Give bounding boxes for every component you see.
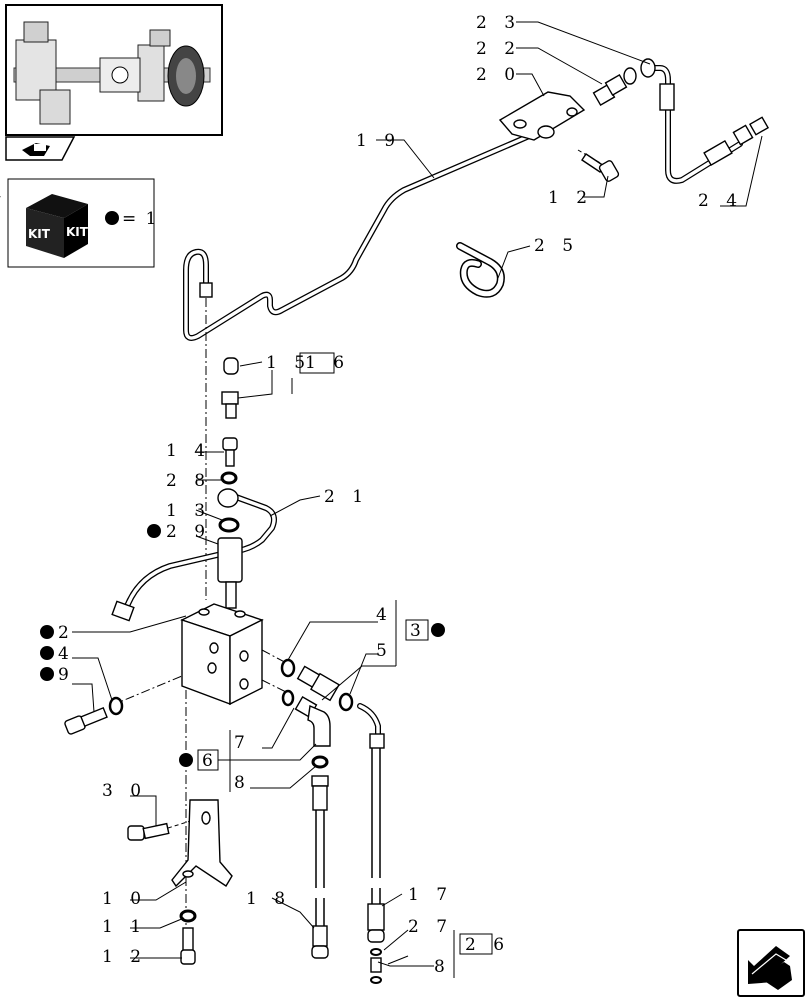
label-28: 2 8: [166, 471, 211, 491]
pipe-17[interactable]: [357, 703, 385, 943]
label-11: 1 1: [102, 917, 147, 937]
washer-11[interactable]: [179, 909, 197, 923]
label-12-bottom: 1 2: [102, 947, 147, 967]
label-8-mid: 8: [234, 773, 251, 793]
washer-13[interactable]: [218, 517, 240, 533]
seal-9[interactable]: [108, 696, 124, 716]
label-10: 1 0: [102, 889, 147, 909]
bullet-2: [40, 625, 54, 639]
next-page-icon[interactable]: [737, 929, 805, 997]
previous-page-icon[interactable]: [5, 136, 76, 161]
bullet-4: [40, 646, 54, 660]
label-15: 1 5: [266, 353, 311, 373]
pipe-24[interactable]: [647, 65, 743, 184]
pipe-19[interactable]: [183, 127, 549, 341]
washer-8[interactable]: [311, 755, 329, 769]
washer-28[interactable]: [220, 471, 238, 485]
axle-assembly-icon: [13, 21, 211, 125]
valve-block-2[interactable]: [180, 603, 264, 706]
label-22: 2 2: [476, 39, 521, 59]
bolt-30[interactable]: [127, 817, 201, 841]
fitting-16[interactable]: [221, 391, 239, 419]
fitting-26[interactable]: [370, 948, 382, 984]
label-3-box: [405, 619, 429, 641]
bullet-9: [40, 667, 54, 681]
fitting-24-end[interactable]: [732, 116, 770, 146]
label-24: 2 4: [698, 191, 743, 211]
label-14: 1 4: [166, 441, 211, 461]
bracket-20[interactable]: [498, 91, 586, 141]
seal-4-right[interactable]: [280, 658, 296, 678]
kit-badge-left: KIT: [28, 227, 51, 241]
label-27: 2 7: [408, 917, 453, 937]
cap-15[interactable]: [223, 357, 239, 375]
label-29: 2 9: [166, 522, 211, 542]
label-18: 1 8: [246, 889, 291, 909]
label-26-box: [459, 933, 493, 955]
fitting-23[interactable]: [640, 58, 656, 78]
kit-badge-right: KIT: [66, 225, 89, 239]
label-7: 7: [234, 733, 251, 753]
bolt-12-top[interactable]: [577, 149, 620, 182]
elbow-6[interactable]: [294, 695, 331, 747]
bolt-left[interactable]: [64, 706, 108, 735]
kit-legend: KIT KIT = 1: [0, 178, 158, 268]
label-9: 9: [58, 665, 75, 685]
fitting-3[interactable]: [296, 665, 340, 702]
label-16-box: [299, 352, 335, 374]
label-17: 1 7: [408, 885, 453, 905]
label-4-left: 4: [58, 644, 75, 664]
spacer-29[interactable]: [217, 537, 243, 609]
label-8-bottom: 8: [434, 957, 451, 977]
pipe-21[interactable]: [111, 488, 277, 622]
label-30: 3 0: [102, 781, 147, 801]
kit-bullet-icon: [105, 211, 119, 225]
label-4-right: 4: [376, 605, 393, 625]
label-21: 2 1: [324, 487, 369, 507]
kit-box-icon: KIT KIT: [0, 194, 89, 258]
label-26: 2 6: [465, 935, 510, 955]
label-23: 2 3: [476, 13, 521, 33]
label-13: 1 3: [166, 501, 211, 521]
centerline-right-lower: [261, 679, 291, 695]
label-12-top: 1 2: [548, 188, 593, 208]
label-6-box: [197, 749, 219, 771]
label-3: 3: [410, 621, 427, 641]
pipe-18[interactable]: [311, 775, 329, 959]
bolt-12-bottom[interactable]: [180, 927, 196, 965]
label-2: 2: [58, 623, 75, 643]
label-16: 1 6: [305, 353, 350, 373]
bracket-10[interactable]: [171, 799, 233, 888]
bullet-6: [179, 753, 193, 767]
seal-7[interactable]: [281, 689, 295, 707]
clamp-25[interactable]: [456, 242, 505, 298]
label-19: 1 9: [356, 131, 401, 151]
seal-5[interactable]: [338, 692, 354, 712]
axle-thumbnail[interactable]: [5, 4, 223, 136]
label-20: 2 0: [476, 65, 521, 85]
bullet-29: [147, 524, 161, 538]
leader-lines: [72, 21, 763, 978]
bullet-3: [431, 623, 445, 637]
fitting-22[interactable]: [592, 67, 637, 107]
centerline-right-upper: [261, 649, 293, 667]
part-labels: 2 3 2 2 2 0 1 9 1 2 2 4 2 5 1 5 1 6 1 4 …: [40, 13, 743, 977]
bolt-14[interactable]: [222, 437, 238, 467]
label-25: 2 5: [534, 236, 579, 256]
label-6: 6: [202, 751, 219, 771]
label-5: 5: [376, 641, 393, 661]
kit-legend-text: = 1: [122, 209, 158, 229]
